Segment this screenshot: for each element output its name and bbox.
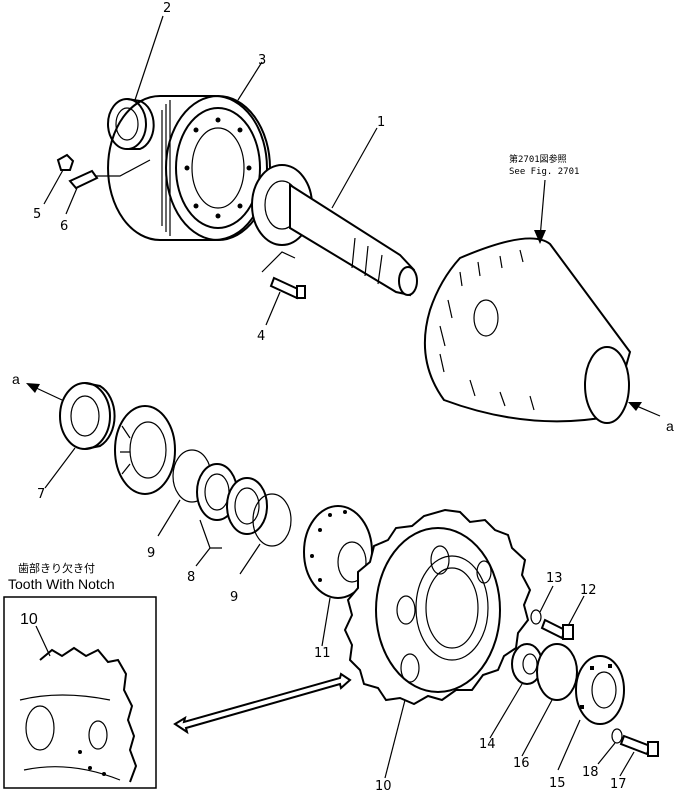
leader-13	[539, 585, 554, 613]
label-part-1: 1	[377, 115, 385, 130]
leader-7	[44, 447, 76, 489]
label-part-15: 15	[549, 776, 566, 791]
label-part-6: 6	[60, 219, 68, 234]
label-part-2: 2	[163, 1, 171, 16]
gear-part-3	[107, 95, 271, 241]
reference-en: See Fig. 2701	[509, 167, 579, 177]
leader-housing	[539, 179, 546, 239]
cap-part-15	[575, 655, 625, 725]
leader-10	[384, 699, 406, 779]
nut-part-5	[56, 153, 75, 171]
leader-11	[321, 597, 331, 647]
ring-part-9-lower	[252, 493, 292, 547]
bolt-part-4	[261, 251, 306, 300]
leader-17	[619, 751, 635, 777]
shim-part-16	[536, 643, 578, 701]
label-part-5: 5	[33, 207, 41, 222]
label-part-10: 10	[375, 779, 392, 792]
leader-14	[489, 683, 523, 739]
bearing-part-7	[59, 382, 116, 450]
leader-12	[567, 595, 585, 627]
inset-label-part-10: 10	[20, 611, 38, 628]
bolt-part-12	[540, 618, 574, 640]
reference-jp: 第2701図参照	[509, 153, 567, 165]
label-part-4: 4	[257, 329, 265, 344]
leader-9a	[157, 499, 181, 537]
plate-part-6	[68, 159, 151, 190]
leader-18	[597, 742, 616, 765]
label-part-14: 14	[479, 737, 496, 752]
sprocket-part-10	[343, 508, 532, 706]
label-part-7: 7	[37, 487, 45, 502]
label-part-13: 13	[546, 571, 563, 586]
label-part-18: 18	[582, 765, 599, 780]
label-part-16: 16	[513, 756, 530, 771]
housing-reference	[423, 237, 632, 424]
leader-3	[237, 61, 263, 101]
leader-5	[43, 169, 64, 205]
bearing-part-2	[107, 98, 155, 150]
leader-16	[521, 699, 553, 757]
label-a-right: a	[666, 418, 674, 434]
leader-6	[65, 187, 78, 215]
label-part-8: 8	[187, 570, 195, 585]
arrow-a-right	[628, 402, 661, 417]
leader-inset-10	[35, 625, 51, 657]
inset-title-jp: 歯部きり欠き付	[18, 561, 95, 575]
double-arrow	[173, 672, 352, 735]
washer-part-18	[611, 728, 623, 744]
label-part-17: 17	[610, 777, 627, 792]
inset-box	[3, 596, 157, 789]
leader-9b	[239, 543, 261, 575]
leader-2	[134, 15, 164, 101]
label-part-3: 3	[258, 53, 266, 68]
washer-part-13	[530, 609, 542, 625]
label-part-11: 11	[314, 646, 331, 661]
leader-15	[557, 719, 581, 771]
label-a-left: a	[12, 371, 20, 387]
bolt-part-17	[619, 734, 659, 757]
leader-1	[331, 127, 378, 209]
cage-part-7	[114, 405, 176, 495]
leader-4	[265, 291, 281, 326]
bracket-8	[199, 519, 222, 549]
arrow-a-left	[26, 383, 63, 401]
inset-title-en: Tooth With Notch	[8, 576, 115, 592]
leader-8	[195, 547, 211, 567]
label-part-9-upper: 9	[147, 546, 155, 561]
label-part-9-lower: 9	[230, 590, 238, 605]
seal-part-8	[196, 463, 268, 535]
label-part-12: 12	[580, 583, 597, 598]
shaft-part-1	[251, 164, 418, 297]
